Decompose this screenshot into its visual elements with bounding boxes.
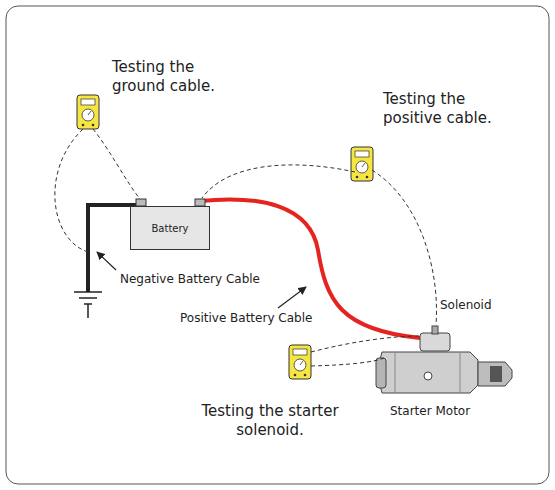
node-text: Battery: [151, 223, 188, 234]
battery-box: Battery: [130, 206, 210, 250]
cable-label: Negative Battery Cable: [120, 272, 260, 286]
part-label: Starter Motor: [390, 404, 470, 418]
part-label: Solenoid: [440, 298, 492, 312]
test-note: Testing the positive cable.: [383, 90, 523, 128]
test-note: Testing the ground cable.: [112, 58, 242, 96]
test-note: Testing the starter solenoid.: [195, 402, 345, 440]
cable-label: Positive Battery Cable: [180, 311, 312, 325]
